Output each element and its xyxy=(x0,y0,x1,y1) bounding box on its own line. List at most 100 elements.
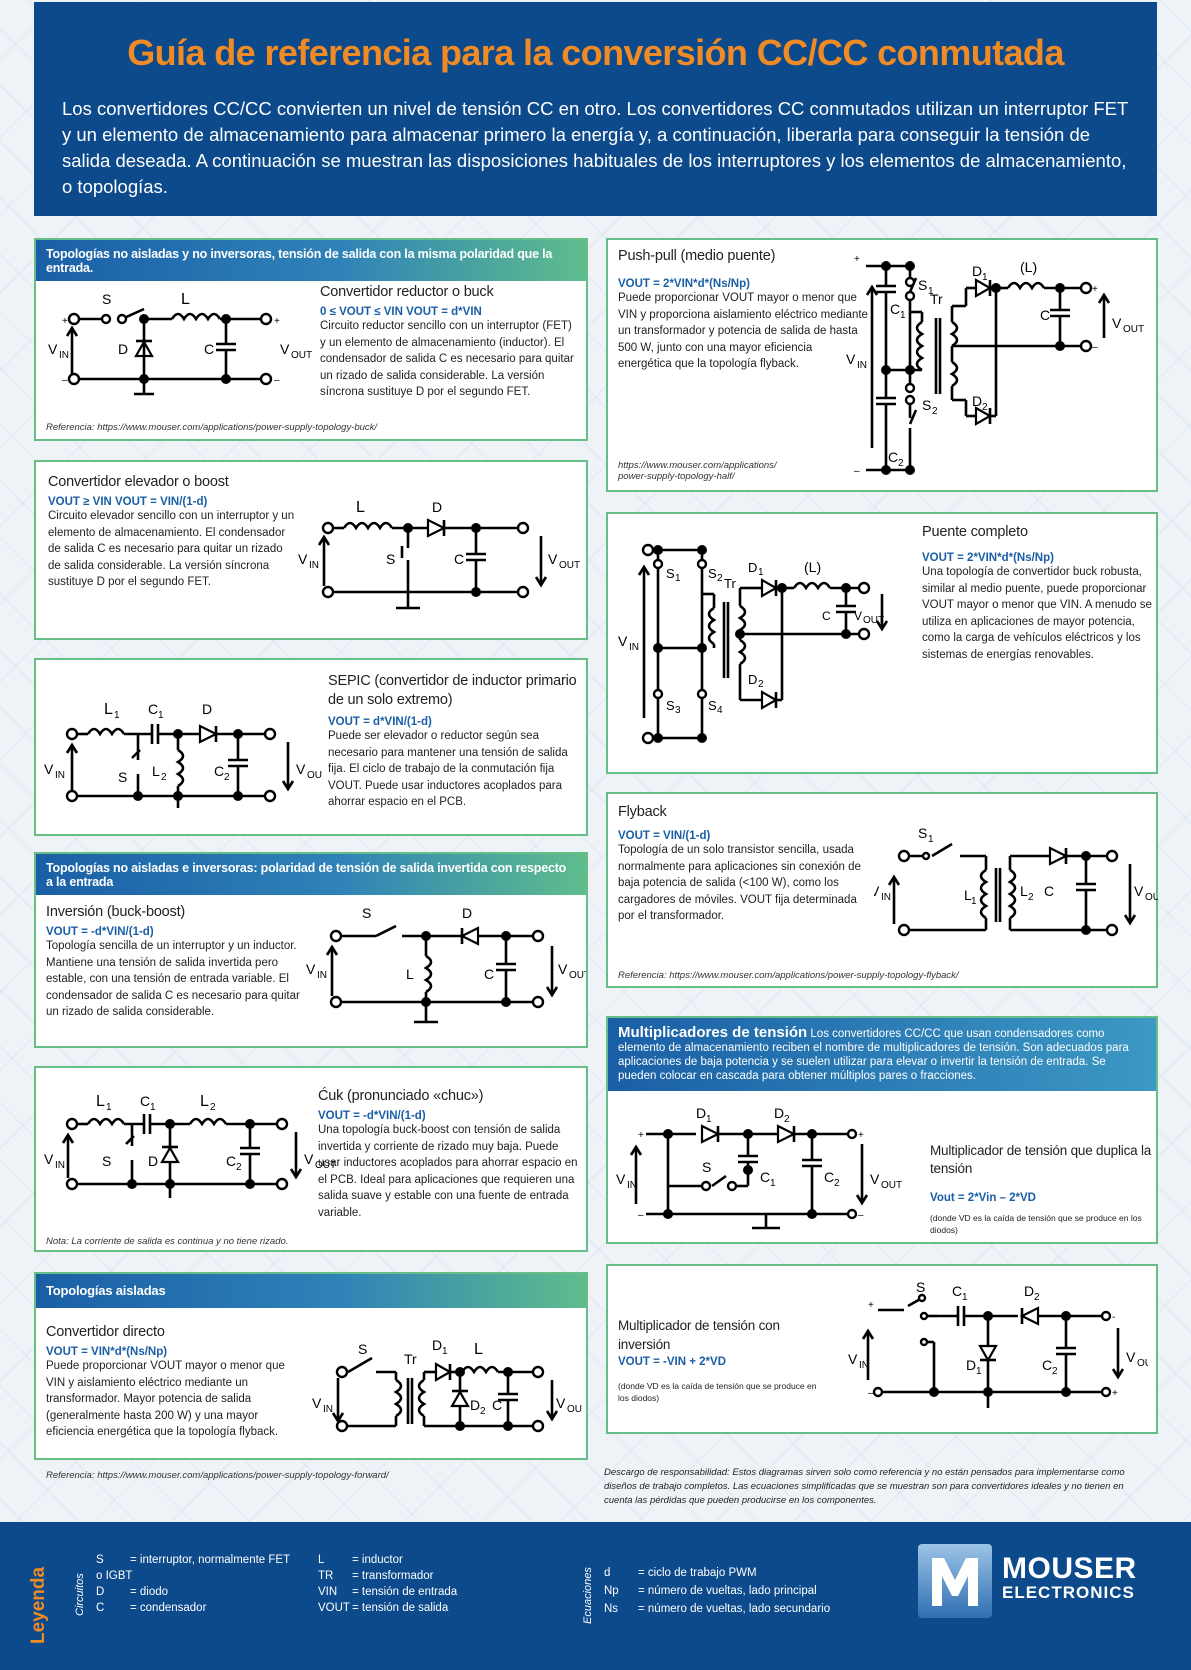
sepic-circuit: L1 C1 DS L2 C2 VIN VOUT xyxy=(44,701,322,808)
mouser-logo-text: MOUSER ELECTRONICS xyxy=(1002,1552,1137,1603)
inverter-mult-title: Multiplicador de tensión con inversión xyxy=(618,1318,780,1352)
svg-text:L: L xyxy=(152,763,160,779)
svg-text:C: C xyxy=(952,1283,962,1299)
fullbridge-description: Una topología de convertidor buck robust… xyxy=(922,566,1152,661)
svg-text:1: 1 xyxy=(158,710,164,721)
flyback-circuit: S1 L1 L2 C VIN VOUT xyxy=(874,825,1158,937)
svg-text:L: L xyxy=(200,1093,209,1110)
inverting-description: Topología sencilla de un interruptor y u… xyxy=(46,940,300,1018)
svg-text:IN: IN xyxy=(55,770,65,781)
fullbridge-text: Puente completo VOUT = 2*VIN*d*(Ns/Np) U… xyxy=(922,524,1152,663)
svg-text:OUT: OUT xyxy=(559,560,580,571)
non-isolated-banner: Topologías no aisladas y no inversoras, … xyxy=(36,240,586,281)
buck-text: Convertidor reductor o buck 0 ≤ VOUT ≤ V… xyxy=(320,284,578,401)
svg-text:S: S xyxy=(102,1153,111,1169)
inverter-mult-circuit: SC1 D2 D1 C2 VIN VOUT +–-+ xyxy=(848,1279,1148,1408)
svg-text:1: 1 xyxy=(976,1366,982,1377)
buck-reference: Referencia: https://www.mouser.com/appli… xyxy=(46,422,378,433)
svg-text:D: D xyxy=(966,1357,976,1373)
svg-text:V: V xyxy=(846,351,856,367)
svg-text:2: 2 xyxy=(982,402,988,413)
inverting-title: Inversión (buck-boost) xyxy=(46,904,186,920)
svg-text:C: C xyxy=(890,301,900,317)
svg-text:IN: IN xyxy=(309,560,319,571)
svg-text:+: + xyxy=(868,1300,874,1311)
fullbridge-equation: VOUT = 2*VIN*d*(Ns/Np) xyxy=(922,552,1054,564)
svg-text:2: 2 xyxy=(236,1162,242,1173)
svg-text:D: D xyxy=(748,560,757,575)
doubler-equation: Vout = 2*Vin – 2*VD xyxy=(930,1192,1036,1204)
buck-description: Circuito reductor sencillo con un interr… xyxy=(320,320,574,398)
boost-card: Convertidor elevador o boost VOUT ≥ VIN … xyxy=(34,460,588,640)
svg-text:1: 1 xyxy=(706,1114,712,1125)
svg-text:D: D xyxy=(696,1105,706,1121)
pushpull-reference: https://www.mouser.com/applications/ pow… xyxy=(618,460,777,482)
inverting-card: Topologías no aisladas e inversoras: pol… xyxy=(34,852,588,1048)
pushpull-title: Push-pull (medio puente) xyxy=(618,248,776,264)
svg-text:V: V xyxy=(616,1171,626,1187)
svg-text:D: D xyxy=(432,499,442,515)
forward-circuit: STr D1 L D2C VIN VOUT xyxy=(312,1337,582,1433)
svg-text:C: C xyxy=(204,341,214,357)
doubler-card: Multiplicadores de tensión Los convertid… xyxy=(606,1016,1158,1244)
header: Guía de referencia para la conversión CC… xyxy=(34,2,1157,216)
svg-text:2: 2 xyxy=(1034,1292,1040,1303)
svg-text:S: S xyxy=(666,698,675,713)
svg-text:D: D xyxy=(118,341,128,357)
multipliers-intro: Los convertidores CC/CC que usan condens… xyxy=(618,1028,1129,1082)
mouser-logo: MOUSER ELECTRONICS xyxy=(918,1544,1137,1618)
svg-text:L: L xyxy=(356,499,365,516)
svg-text:Tr: Tr xyxy=(930,291,943,307)
svg-text:1: 1 xyxy=(770,1178,776,1189)
mouser-m-icon xyxy=(932,1558,978,1606)
svg-text:C: C xyxy=(140,1093,150,1109)
forward-reference: Referencia: https://www.mouser.com/appli… xyxy=(46,1470,389,1481)
svg-text:S: S xyxy=(666,566,675,581)
forward-equation: VOUT = VIN*d*(Ns/Np) xyxy=(46,1346,168,1358)
svg-text:D: D xyxy=(972,263,982,279)
svg-text:S: S xyxy=(362,905,371,921)
svg-text:–: – xyxy=(62,375,68,386)
legend-equations-label: Ecuaciones xyxy=(582,1567,594,1624)
svg-text:C: C xyxy=(1042,1357,1052,1373)
svg-text:IN: IN xyxy=(881,892,891,903)
svg-text:C: C xyxy=(148,701,158,717)
pushpull-equation: VOUT = 2*VIN*d*(Ns/Np) xyxy=(618,278,750,290)
svg-text:–: – xyxy=(274,375,280,386)
legend-footer: Leyenda Circuitos Ecuaciones S= interrup… xyxy=(0,1522,1191,1670)
svg-text:OUT: OUT xyxy=(569,970,586,981)
svg-text:S: S xyxy=(102,291,111,307)
svg-text:2: 2 xyxy=(898,458,904,469)
svg-text:1: 1 xyxy=(928,286,934,297)
flyback-description: Topología de un solo transistor sencilla… xyxy=(618,844,861,922)
svg-text:+: + xyxy=(274,316,280,327)
svg-text:C: C xyxy=(822,609,831,623)
inverting-text: Inversión (buck-boost) VOUT = -d*VIN/(1-… xyxy=(46,904,308,1021)
svg-text:L: L xyxy=(96,1093,105,1110)
multipliers-title: Multiplicadores de tensión xyxy=(618,1024,808,1041)
svg-text:V: V xyxy=(304,1151,314,1167)
svg-text:–: – xyxy=(868,1388,874,1399)
buck-equation: 0 ≤ VOUT ≤ VIN VOUT = d*VIN xyxy=(320,306,482,318)
svg-text:IN: IN xyxy=(323,1404,333,1415)
inverter-mult-equation: VOUT = -VIN + 2*VD xyxy=(618,1356,727,1368)
boost-equation: VOUT ≥ VIN VOUT = VIN/(1-d) xyxy=(48,496,208,508)
cuk-note: Nota: La corriente de salida es continua… xyxy=(46,1236,289,1247)
svg-text:V: V xyxy=(296,761,306,777)
forward-text: Convertidor directo VOUT = VIN*d*(Ns/Np)… xyxy=(46,1324,296,1441)
svg-text:+: + xyxy=(854,254,860,265)
svg-text:C: C xyxy=(492,1397,502,1413)
buck-card: Topologías no aisladas y no inversoras, … xyxy=(34,238,588,441)
svg-text:1: 1 xyxy=(758,567,764,578)
svg-text:L: L xyxy=(406,966,414,982)
svg-text:L: L xyxy=(1020,883,1028,899)
svg-text:V: V xyxy=(870,1171,880,1187)
svg-text:2: 2 xyxy=(717,573,723,584)
svg-text:+: + xyxy=(62,316,68,327)
flyback-card: Flyback VOUT = VIN/(1-d) Topología de un… xyxy=(606,792,1158,988)
svg-text:S: S xyxy=(918,277,927,293)
svg-text:IN: IN xyxy=(627,1180,637,1191)
